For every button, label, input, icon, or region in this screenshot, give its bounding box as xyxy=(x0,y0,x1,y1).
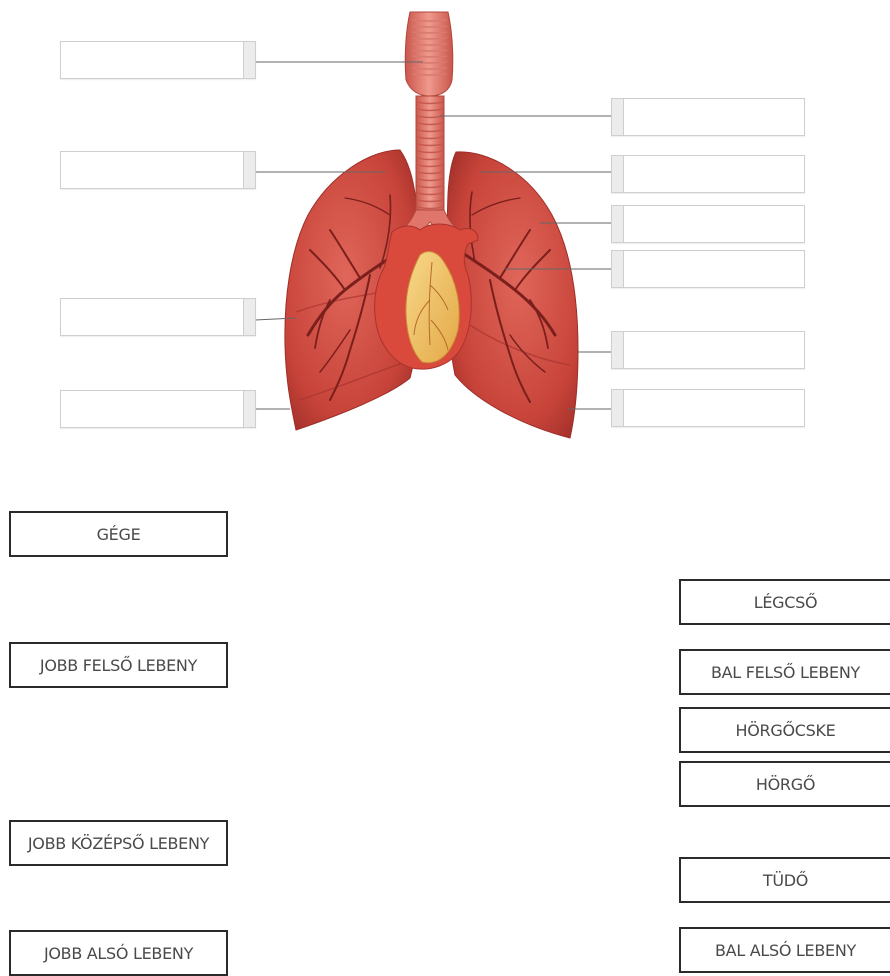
label-chip-tudo[interactable]: TÜDŐ xyxy=(679,857,890,903)
drop-zone-tab xyxy=(611,389,624,427)
drop-zone-left-2[interactable] xyxy=(60,151,256,189)
drop-zone-right-1[interactable] xyxy=(611,98,805,136)
drop-zone-tab xyxy=(611,205,624,243)
label-chip-gege[interactable]: GÉGE xyxy=(9,511,228,557)
label-chip-bal-felso-lebeny[interactable]: BAL FELSŐ LEBENY xyxy=(679,649,890,695)
drop-zone-tab xyxy=(243,41,256,79)
drop-zone-right-2[interactable] xyxy=(611,155,805,193)
label-chip-legcso[interactable]: LÉGCSŐ xyxy=(679,579,890,625)
drop-zone-left-3[interactable] xyxy=(60,298,256,336)
drop-zone-tab xyxy=(611,98,624,136)
drop-zone-right-6[interactable] xyxy=(611,389,805,427)
drop-zone-tab xyxy=(243,298,256,336)
drop-zone-right-4[interactable] xyxy=(611,250,805,288)
label-chip-jobb-felso-lebeny[interactable]: JOBB FELSŐ LEBENY xyxy=(9,642,228,688)
label-chip-jobb-also-lebeny[interactable]: JOBB ALSÓ LEBENY xyxy=(9,930,228,976)
drop-zone-left-4[interactable] xyxy=(60,390,256,428)
drop-zone-right-5[interactable] xyxy=(611,331,805,369)
drop-zone-tab xyxy=(243,151,256,189)
drop-zone-tab xyxy=(243,390,256,428)
drop-zone-right-3[interactable] xyxy=(611,205,805,243)
label-chip-bal-also-lebeny[interactable]: BAL ALSÓ LEBENY xyxy=(679,927,890,973)
drop-zone-tab xyxy=(611,331,624,369)
drop-zone-left-1[interactable] xyxy=(60,41,256,79)
label-chip-jobb-kozepso-lebeny[interactable]: JOBB KÖZÉPSŐ LEBENY xyxy=(9,820,228,866)
label-chip-horgocske[interactable]: HÖRGŐCSKE xyxy=(679,707,890,753)
drop-zone-tab xyxy=(611,250,624,288)
drop-zone-tab xyxy=(611,155,624,193)
label-chip-horgo[interactable]: HÖRGŐ xyxy=(679,761,890,807)
